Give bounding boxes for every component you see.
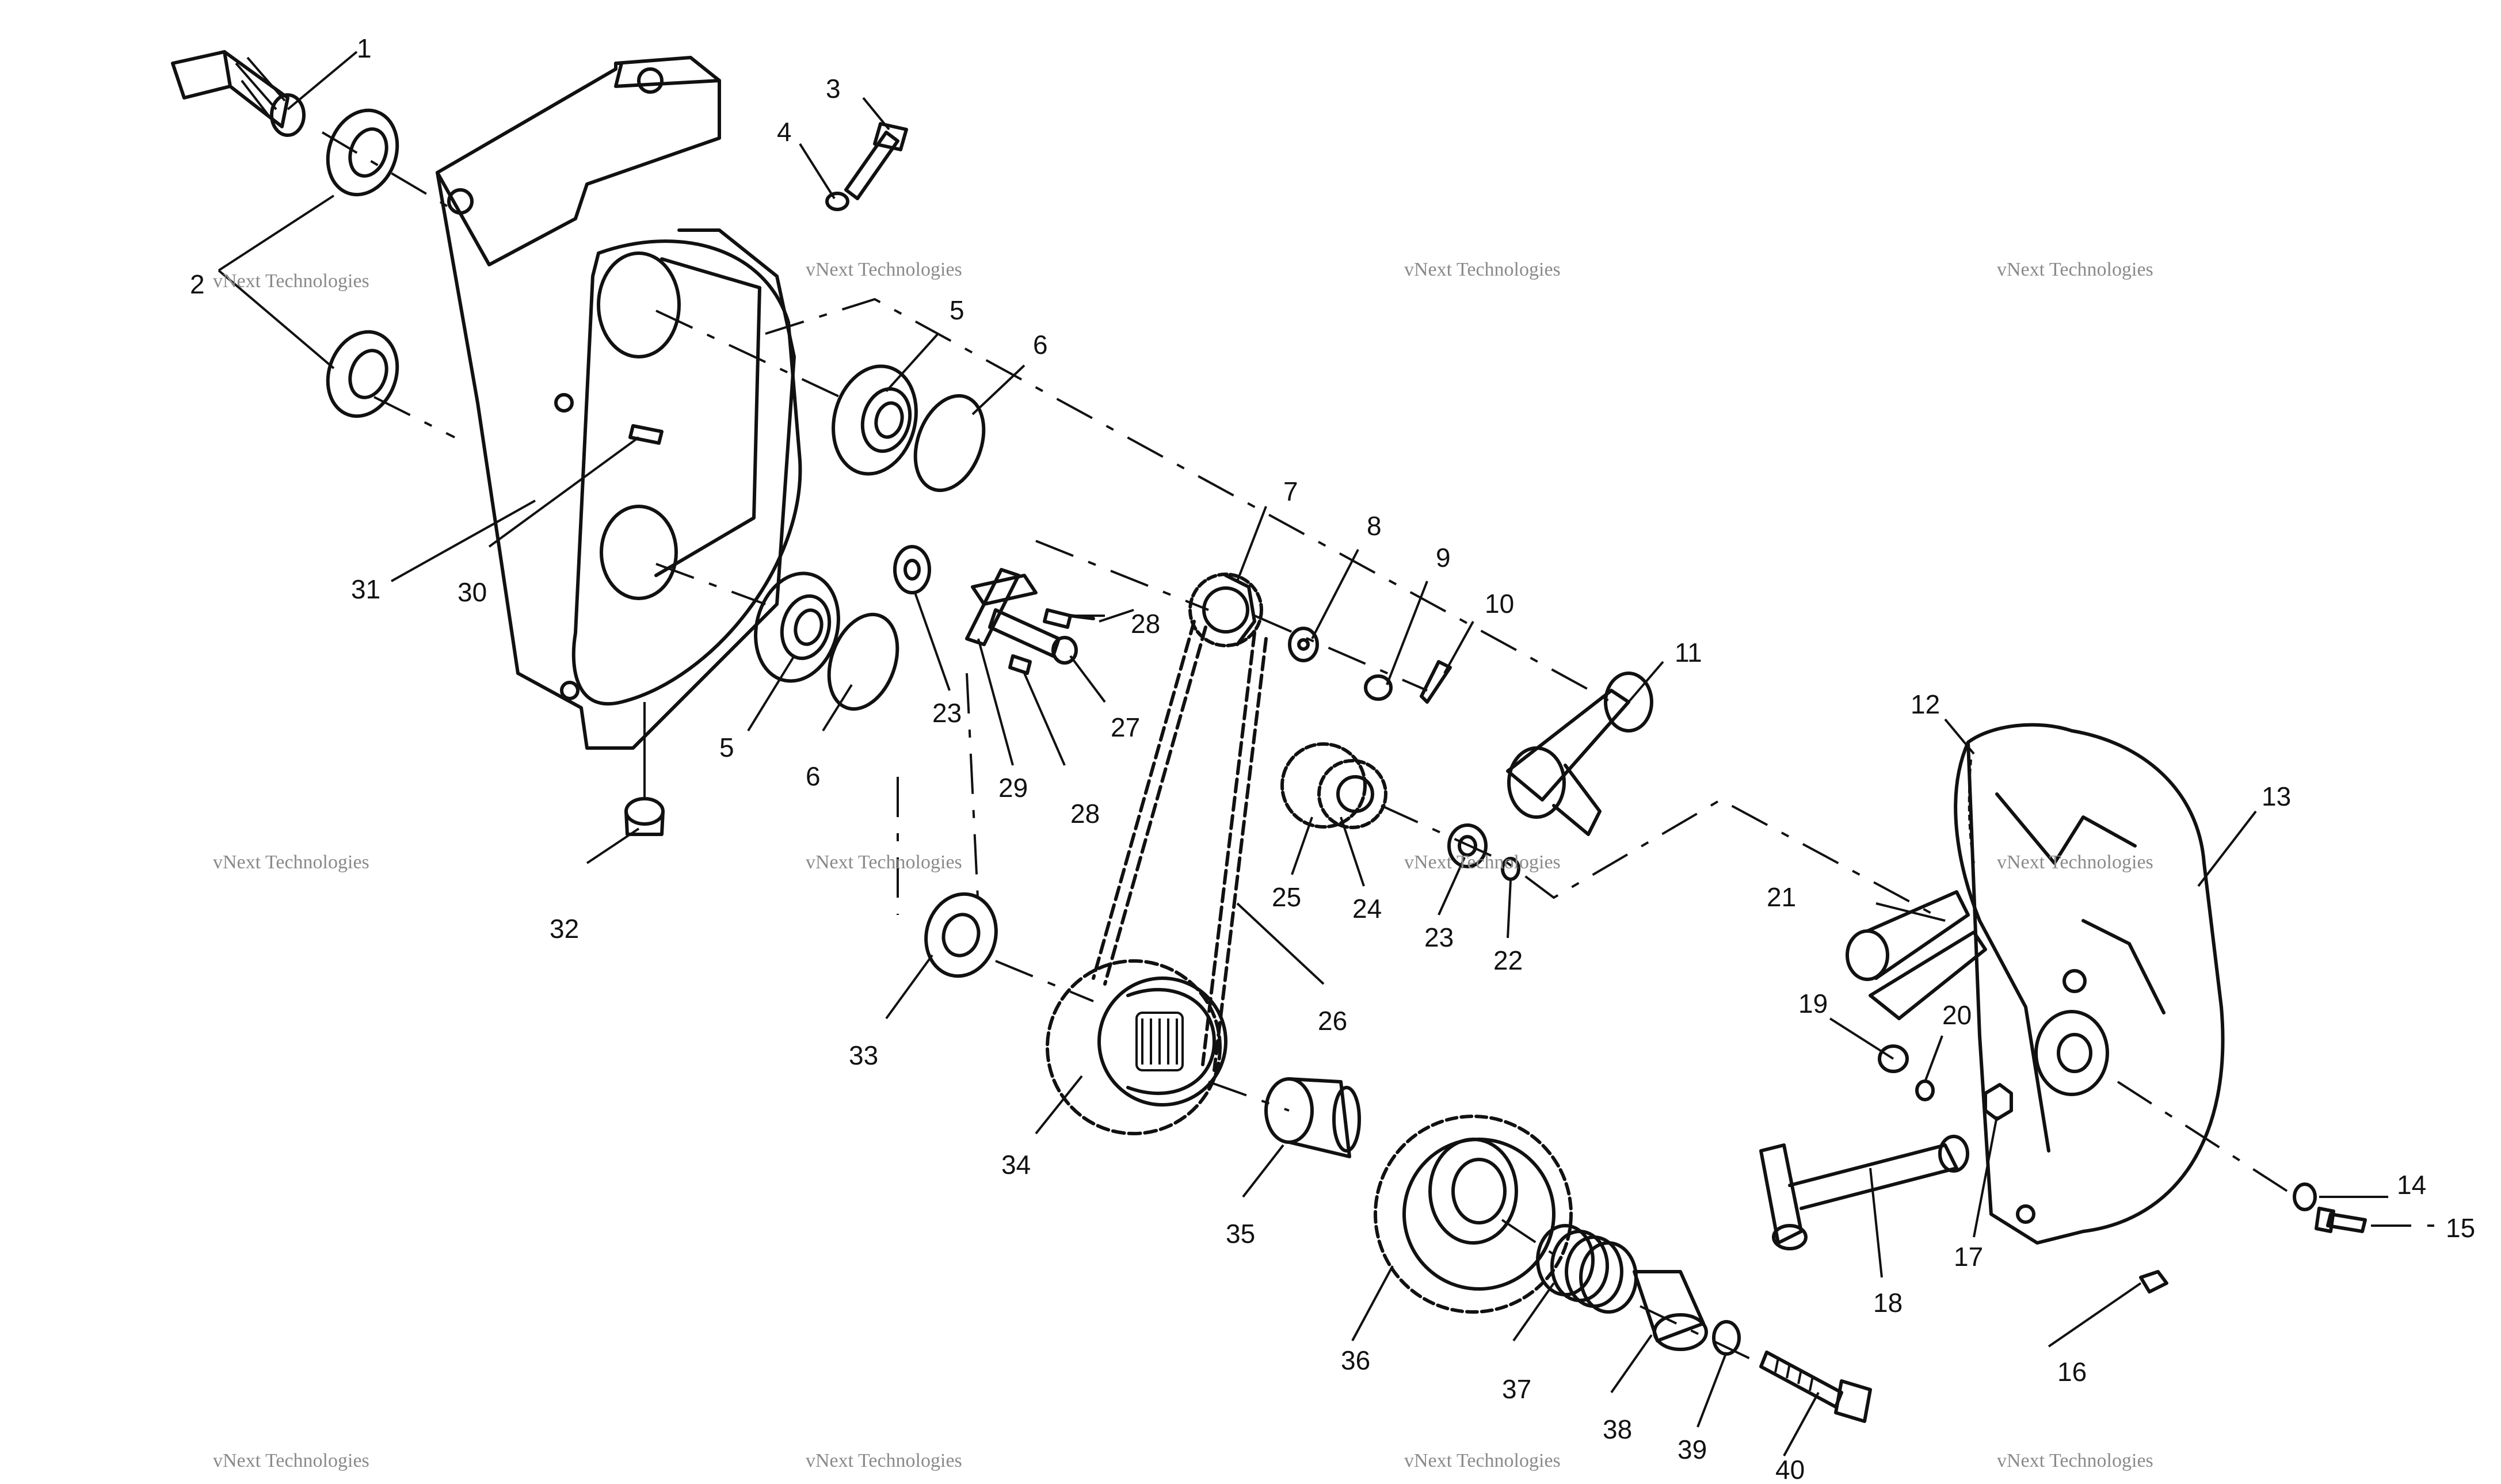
- part-nut-20: [1915, 1079, 1935, 1101]
- callout-31: 31: [351, 574, 380, 604]
- callout-16: 16: [2057, 1357, 2087, 1387]
- part-bearing-upper: [832, 364, 918, 476]
- part-chaincase-housing: [436, 56, 802, 750]
- callout-13: 13: [2262, 781, 2291, 811]
- part-washer-14: [2293, 1182, 2317, 1211]
- callout-26: 26: [1318, 1006, 1347, 1036]
- part-washer-33: [924, 892, 998, 978]
- callout-24: 24: [1352, 894, 1382, 924]
- part-seal-upper: [326, 108, 399, 197]
- part-cup: [1633, 1270, 1708, 1351]
- part-nut-17: [1984, 1083, 2013, 1121]
- part-snap-ring-upper: [913, 394, 986, 493]
- callout-28-lower: 28: [1070, 799, 1100, 829]
- part-input-shaft: [171, 50, 306, 137]
- callout-8: 8: [1367, 511, 1382, 541]
- callout-19: 19: [1798, 989, 1828, 1018]
- part-cotter-pin: [1420, 660, 1452, 704]
- part-pivot-pin: [1846, 890, 1970, 981]
- part-gear-cluster: [1280, 742, 1387, 829]
- part-upper-sprocket: [1188, 573, 1263, 647]
- callout-6-lower: 6: [806, 761, 821, 791]
- callout-27: 27: [1111, 712, 1140, 742]
- leader-lines: [218, 51, 2388, 1456]
- callout-5-upper: 5: [950, 295, 964, 325]
- callout-17: 17: [1954, 1242, 1983, 1272]
- part-seal-lower: [326, 330, 399, 418]
- callout-28-upper: 28: [1131, 609, 1160, 639]
- callout-4: 4: [777, 117, 792, 147]
- callout-29: 29: [998, 773, 1028, 803]
- callout-37: 37: [1502, 1374, 1531, 1404]
- part-bolt-3: [844, 122, 908, 200]
- part-bracket-19: [1869, 930, 1987, 1073]
- part-large-sprocket: [1046, 959, 1227, 1135]
- part-bearing-lower: [754, 571, 840, 683]
- callout-23-lower: 23: [1424, 922, 1454, 952]
- callout-21: 21: [1767, 882, 1796, 912]
- callout-35: 35: [1226, 1219, 1255, 1249]
- callout-39: 39: [1678, 1435, 1707, 1464]
- part-screw-16: [2139, 1270, 2168, 1294]
- callout-3: 3: [826, 74, 841, 104]
- part-bolt-40: [1759, 1351, 1872, 1423]
- callout-20: 20: [1942, 1000, 1972, 1030]
- part-large-gear: [1374, 1115, 1573, 1314]
- part-screw-28b: [1008, 654, 1032, 675]
- callout-40: 40: [1775, 1455, 1805, 1484]
- part-washer-8: [1288, 627, 1319, 662]
- part-plug-32: [624, 797, 665, 836]
- part-snap-ring-lower: [827, 612, 899, 711]
- part-ring-22: [1501, 857, 1520, 881]
- callout-34: 34: [1001, 1150, 1031, 1180]
- part-screw-28a: [1043, 608, 1095, 629]
- callout-15: 15: [2446, 1213, 2475, 1243]
- callout-30: 30: [458, 577, 487, 607]
- callout-2: 2: [190, 269, 205, 299]
- part-washer-23a: [893, 545, 931, 594]
- callout-32: 32: [550, 914, 579, 944]
- callout-25: 25: [1272, 882, 1301, 912]
- callout-23-upper: 23: [932, 698, 962, 728]
- part-chaincase-cover: [1954, 723, 2225, 1245]
- callout-18: 18: [1873, 1288, 1903, 1318]
- callout-22: 22: [1493, 945, 1523, 975]
- part-tensioner-block: [965, 568, 1078, 665]
- callout-11: 11: [1675, 638, 1702, 667]
- callout-36: 36: [1341, 1345, 1370, 1375]
- part-drive-chain: [1092, 620, 1268, 1072]
- callout-7: 7: [1283, 476, 1298, 506]
- part-nut-9: [1364, 674, 1393, 701]
- part-dowel-30: [628, 424, 664, 445]
- callout-9: 9: [1436, 543, 1451, 573]
- parts-drawings: [171, 50, 2367, 1423]
- part-bolt-15: [2315, 1207, 2367, 1233]
- alignment-lines: [321, 131, 2434, 1365]
- callout-33: 33: [849, 1040, 878, 1070]
- callout-numbers: 1 2 3 4 5 5 6 6 7 8 9 10 11 12 13 14 15 …: [190, 33, 2475, 1484]
- callout-1: 1: [357, 33, 372, 63]
- callout-12: 12: [1911, 689, 1940, 719]
- callout-14: 14: [2397, 1170, 2426, 1200]
- part-idler-arm: [1506, 672, 1653, 836]
- part-washer-39: [1712, 1320, 1741, 1356]
- callout-6-upper: 6: [1033, 330, 1048, 360]
- callout-10: 10: [1485, 589, 1514, 619]
- part-shift-shaft: [1759, 1135, 1969, 1250]
- part-spring: [1536, 1224, 1638, 1314]
- part-washer-23b: [1447, 823, 1488, 868]
- callout-5-lower: 5: [719, 733, 734, 762]
- callout-38: 38: [1603, 1414, 1632, 1444]
- part-nut-4: [825, 192, 849, 211]
- part-splined-hub: [1264, 1077, 1361, 1158]
